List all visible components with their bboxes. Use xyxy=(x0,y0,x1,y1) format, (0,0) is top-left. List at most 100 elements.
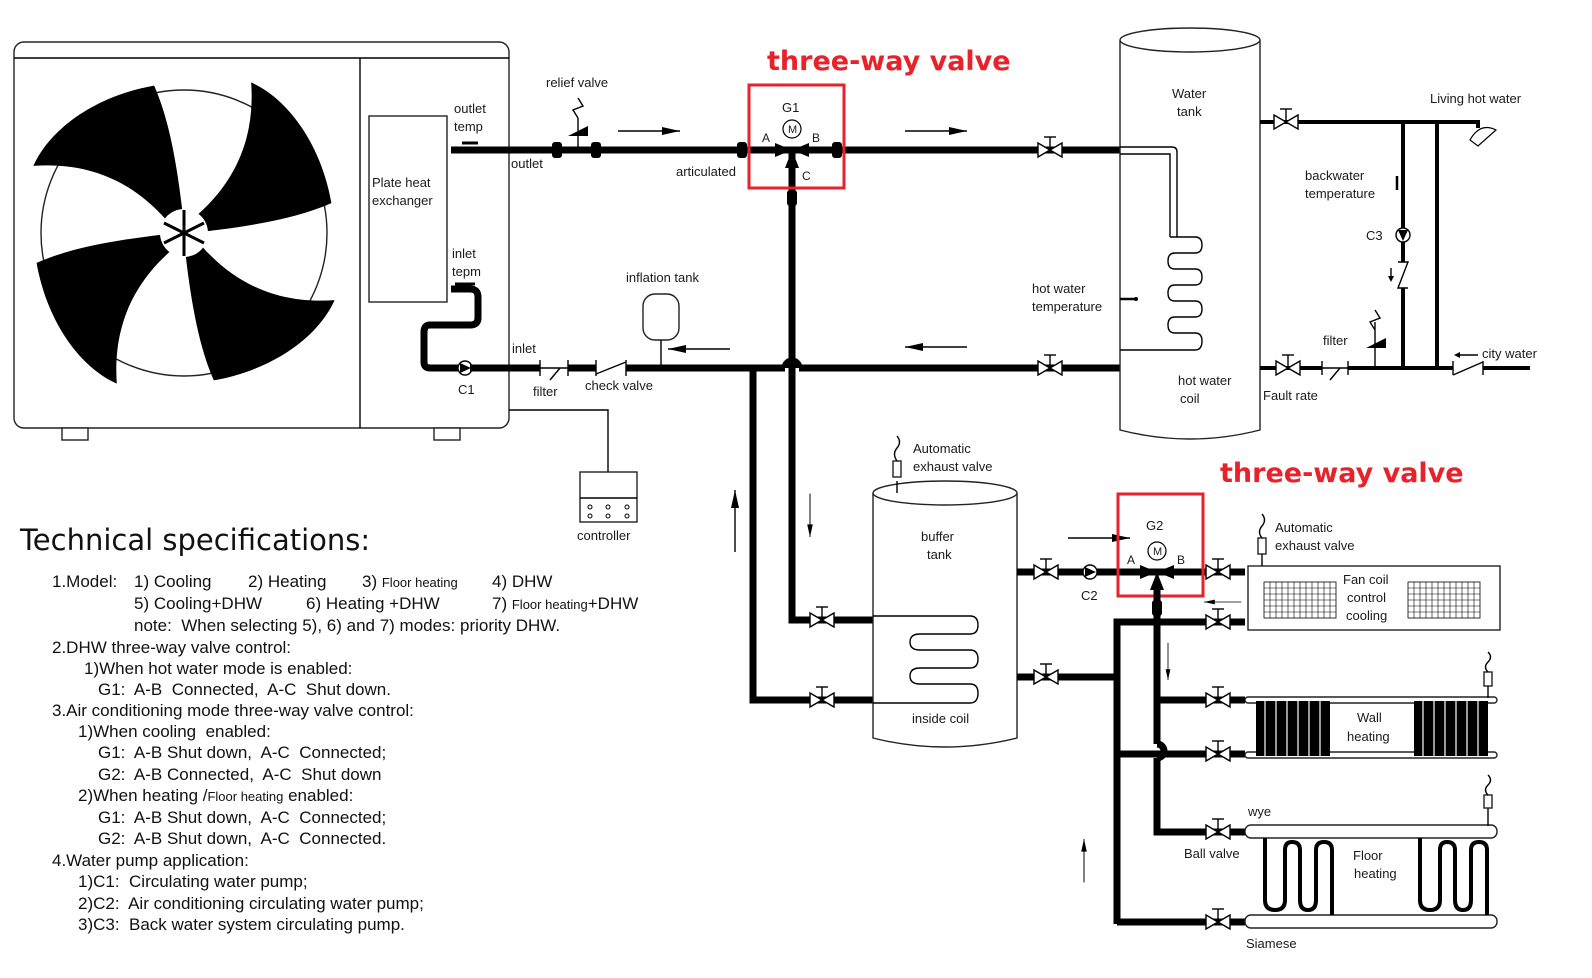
ac-heat-suffix: enabled: xyxy=(283,786,354,805)
relief-valve-icon xyxy=(568,97,588,150)
shower-head-icon xyxy=(1469,127,1498,147)
three-way-valve-title-top: three-way valve xyxy=(767,46,1011,77)
check-valve-label: check valve xyxy=(585,378,653,393)
spec-pump-heading: 4.Water pump application: xyxy=(52,851,249,870)
flow-arrow-left xyxy=(667,344,731,354)
buffer-tank-label-2: tank xyxy=(927,547,952,562)
spec-ac-heat-g2: G2: A-B Shut down, A-C Connected. xyxy=(98,829,387,848)
inflation-tank-icon xyxy=(642,293,680,368)
ac-heat-small: Floor heating xyxy=(207,789,284,804)
model-1-label: Cooling xyxy=(153,572,212,591)
filter-icon-2 xyxy=(1321,361,1349,381)
model-1-num: 1) xyxy=(134,572,150,591)
model-3-num: 3) xyxy=(362,572,378,591)
outlet-temp-label: outlet xyxy=(454,101,486,116)
gate-valve-icon xyxy=(1033,663,1059,685)
gate-valve-icon xyxy=(1037,136,1063,158)
outlet-label: outlet xyxy=(511,156,543,171)
g1-highlight-box xyxy=(747,83,846,190)
model-7-label: +DHW xyxy=(587,594,639,613)
buffer-tank: buffer tank inside coil Automatic exhaus… xyxy=(872,435,1018,748)
g1-port-c: C xyxy=(802,169,811,183)
gate-valve-icon xyxy=(1205,908,1231,930)
spec-dhw-g1: G1: A-B Connected, A-C Shut down. xyxy=(98,680,391,699)
flow-arrow-right-3 xyxy=(1067,533,1131,543)
gate-valve-icon xyxy=(1273,108,1299,130)
model-2-num: 2) xyxy=(248,572,264,591)
fan-coil-label-2: control xyxy=(1347,590,1386,605)
gate-valve-icon xyxy=(1205,558,1231,580)
filter-label: filter xyxy=(533,384,558,399)
controller-icon xyxy=(579,471,638,523)
fan-coil-exhaust-valve-label-2: exhaust valve xyxy=(1275,538,1355,553)
model-6-label: Heating +DHW xyxy=(325,594,440,613)
floor-heating-label: Floor xyxy=(1353,848,1383,863)
spec-ac-heat-g1: G1: A-B Shut down, A-C Connected; xyxy=(98,808,387,827)
flow-arrow-down-2 xyxy=(1165,642,1171,681)
spec-dhw-sub: 1)When hot water mode is enabled: xyxy=(84,659,353,678)
gate-valve-icon xyxy=(1037,354,1063,376)
pump-c1-icon xyxy=(457,360,473,376)
model-7-label-small: Floor heating xyxy=(511,597,588,612)
model-6-num: 6) xyxy=(306,594,322,613)
filter-label-2: filter xyxy=(1323,333,1348,348)
backwater-temperature-label-2: temperature xyxy=(1305,186,1375,201)
hot-water-coil-icon xyxy=(1120,236,1203,351)
plate-heat-exchanger xyxy=(368,115,448,303)
inlet-temp-label-2: tepm xyxy=(452,264,481,279)
hot-water-coil-label: hot water xyxy=(1178,373,1232,388)
three-way-valve-title-bottom: three-way valve xyxy=(1220,458,1464,489)
buffer-tank-label: buffer xyxy=(921,529,955,544)
filter-icon xyxy=(539,360,569,381)
three-way-valve-g1: M G1 A B C xyxy=(747,83,846,368)
backwater-temperature-label: backwater xyxy=(1305,168,1365,183)
spec-pump-c1: 1)C1: Circulating water pump; xyxy=(78,872,308,891)
fan-coil-label: Fan coil xyxy=(1343,572,1389,587)
spec-pump-c2: 2)C2: Air conditioning circulating water… xyxy=(78,894,424,913)
living-hot-water-label: Living hot water xyxy=(1430,91,1522,106)
spec-model-row1: 1.Model: 1) Cooling 2) Heating 3) Floor … xyxy=(52,572,712,592)
wall-heating-label: Wall xyxy=(1357,710,1382,725)
model-2-label: Heating xyxy=(267,572,327,591)
flow-arrow-down xyxy=(806,493,814,538)
fan-coil-unit: Fan coil control cooling Automatic exhau… xyxy=(1247,513,1501,631)
ball-valve-label: Ball valve xyxy=(1184,846,1240,861)
plate-heat-exchanger-label: Plate heat xyxy=(372,175,431,190)
wall-heating-radiator: Wall heating xyxy=(1244,651,1498,759)
g2-port-a: A xyxy=(1127,553,1135,567)
buffer-exhaust-valve-label: Automatic xyxy=(913,441,971,456)
siamese-label: Siamese xyxy=(1246,936,1297,951)
articulated-label: articulated xyxy=(676,164,736,179)
inflation-tank-label: inflation tank xyxy=(626,270,699,285)
pump-c2-label: C2 xyxy=(1081,588,1098,603)
model-6: 6) Heating +DHW xyxy=(306,594,440,614)
model-7: 7) Floor heating+DHW xyxy=(492,594,638,615)
water-tank: Water tank hot water temperature hot wat… xyxy=(1032,27,1261,440)
model-2: 2) Heating xyxy=(248,572,326,592)
water-tank-label: Water xyxy=(1172,86,1207,101)
three-way-valve-g2: M G2 A B xyxy=(1116,492,1205,616)
model-4: 4) DHW xyxy=(492,572,552,592)
city-water-label: city water xyxy=(1482,346,1538,361)
flow-arrow-up xyxy=(730,489,740,553)
inlet-temp-label: inlet xyxy=(452,246,476,261)
flow-arrow-left-2 xyxy=(904,342,968,352)
gate-valve-icon xyxy=(1033,558,1059,580)
pump-c3-label: C3 xyxy=(1366,228,1383,243)
inlet-label: inlet xyxy=(512,341,536,356)
g2-motor-label: M xyxy=(1153,546,1162,558)
ball-valve-icon xyxy=(1205,818,1231,840)
g2-label: G2 xyxy=(1146,518,1163,533)
spec-ac-heading: 3.Air conditioning mode three-way valve … xyxy=(52,701,414,720)
ac-heat-prefix: 2)When heating / xyxy=(78,786,208,805)
spec-ac-heat: 2)When heating /Floor heating enabled: xyxy=(78,786,353,806)
check-valve-city-icon xyxy=(1452,352,1484,376)
hot-water-temperature-label-2: temperature xyxy=(1032,299,1102,314)
spec-title: Technical specifications: xyxy=(20,523,371,557)
wye-label: wye xyxy=(1247,804,1271,819)
floor-heating-label-2: heating xyxy=(1354,866,1397,881)
spec-ac-cool-g2: G2: A-B Connected, A-C Shut down xyxy=(98,765,382,784)
inside-coil-label: inside coil xyxy=(912,711,969,726)
model-7-num: 7) xyxy=(492,594,508,613)
